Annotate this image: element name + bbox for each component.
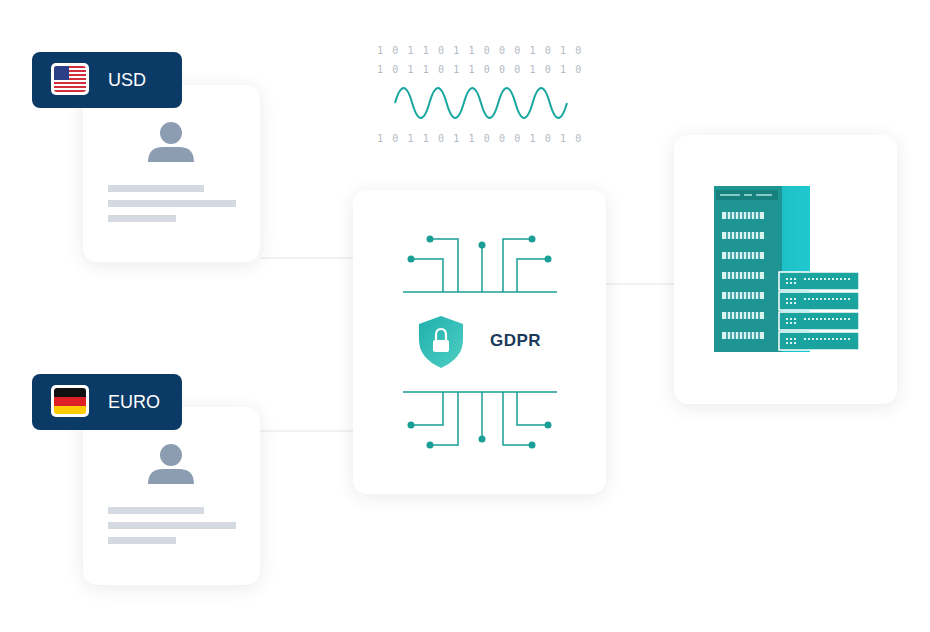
currency-badge: USD [32, 52, 182, 108]
binary-label: 1 0 1 1 0 1 1 0 0 0 1 0 1 0 [375, 133, 585, 144]
binary-label: 1 0 1 1 0 1 1 0 0 0 1 0 1 0 [375, 64, 585, 75]
signal-wave [395, 88, 567, 118]
server-card [674, 135, 897, 404]
connector-line [260, 430, 353, 431]
profile-card: USD [83, 85, 260, 262]
connector-line [260, 257, 353, 258]
binary-label: 1 0 1 1 0 1 1 0 0 0 1 0 1 0 [375, 45, 585, 56]
currency-badge: EURO [32, 374, 182, 430]
gdpr-card: GDPR [353, 190, 606, 494]
gdpr-label: GDPR [490, 331, 541, 351]
profile-card: EURO [83, 407, 260, 585]
connector-line [606, 283, 674, 284]
